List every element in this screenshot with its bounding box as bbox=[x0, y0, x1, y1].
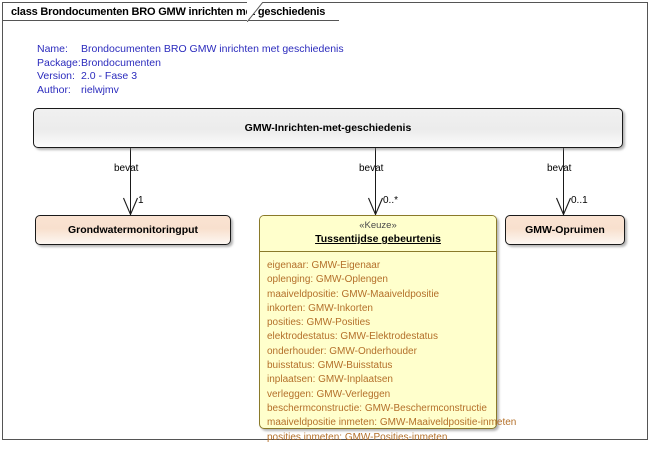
metadata-key-author: Author: bbox=[37, 83, 71, 96]
connector-line-gmp bbox=[130, 146, 131, 215]
connector-arrowhead-keuze bbox=[367, 197, 384, 216]
attribute-row: eigenaar: GMW-Eigenaar bbox=[267, 260, 381, 271]
attribute-row: verleggen: GMW-Verleggen bbox=[267, 388, 391, 400]
attribute-row: maaiveldpositie inmeten: GMW-Maaiveldpos… bbox=[267, 417, 517, 429]
connector-label-gmp: bevat bbox=[114, 163, 139, 174]
class-box-tussentijdse-gebeurtenis[interactable]: «Keuze» Tussentijdse gebeurtenis eigenaa… bbox=[259, 215, 516, 443]
class-name-grondwatermonitoringput: Grondwatermonitoringput bbox=[67, 224, 199, 236]
metadata-key-name: Name: bbox=[37, 43, 68, 55]
connector-multiplicity-opruimen: 0..1 bbox=[571, 195, 588, 206]
attribute-list: eigenaar: GMW-Eigenaar oplenging: GMW-Op… bbox=[260, 252, 517, 451]
diagram-frame-tab-label: class Brondocumenten BRO GMW inrichten m… bbox=[11, 5, 326, 18]
connector-arrowhead-opruimen bbox=[555, 197, 572, 216]
attribute-row: maaiveldpositie: GMW-Maaiveldpositie bbox=[267, 288, 440, 300]
metadata-row-package: Package: Brondocumenten bbox=[37, 57, 344, 71]
connector-multiplicity-keuze: 0..* bbox=[383, 195, 399, 206]
metadata-row-version: Version: 2.0 - Fase 3 bbox=[37, 70, 344, 84]
attribute-row: buisstatus: GMW-Buisstatus bbox=[267, 360, 393, 372]
connector-multiplicity-gmp: 1 bbox=[138, 195, 144, 206]
diagram-metadata: Name: Brondocumenten BRO GMW inrichten m… bbox=[37, 43, 344, 97]
attribute-row: onderhouder: GMW-Onderhouder bbox=[267, 345, 417, 357]
attribute-row: oplenging: GMW-Oplengen bbox=[267, 274, 388, 286]
attribute-row: posities inmeten: GMW-Posities-inmeten bbox=[267, 431, 448, 443]
attribute-row: inkorten: GMW-Inkorten bbox=[267, 302, 373, 314]
frame-tab-slant-edge bbox=[247, 2, 263, 22]
class-name-gmw-opruimen: GMW-Opruimen bbox=[525, 224, 605, 236]
connector-line-keuze bbox=[375, 146, 376, 215]
metadata-row-name: Name: Brondocumenten BRO GMW inrichten m… bbox=[37, 43, 344, 57]
metadata-row-author: Author: rielwjmv bbox=[37, 84, 344, 98]
class-box-grondwatermonitoringput[interactable]: Grondwatermonitoringput bbox=[35, 215, 231, 245]
metadata-value-package: Brondocumenten bbox=[81, 56, 161, 69]
connector-label-keuze: bevat bbox=[359, 163, 384, 174]
connector-line-opruimen bbox=[563, 146, 564, 215]
class-box-gmw-opruimen[interactable]: GMW-Opruimen bbox=[505, 215, 625, 245]
attribute-row: inplaatsen: GMW-Inplaatsen bbox=[267, 374, 393, 386]
class-header-tussentijdse-gebeurtenis: «Keuze» Tussentijdse gebeurtenis bbox=[260, 216, 496, 252]
class-box-gmw-inrichten-met-geschiedenis[interactable]: GMW-Inrichten-met-geschiedenis bbox=[33, 108, 623, 148]
attribute-row: elektrodestatus: GMW-Elektrodestatus bbox=[267, 331, 438, 343]
class-name-root: GMW-Inrichten-met-geschiedenis bbox=[244, 122, 412, 134]
metadata-key-version: Version: bbox=[37, 70, 75, 82]
diagram-frame: bevat 1 bevat 0..* bevat 0..1 Name: Bron… bbox=[2, 2, 648, 443]
metadata-value-version: 2.0 - Fase 3 bbox=[81, 70, 138, 82]
metadata-value-author: rielwjmv bbox=[81, 83, 119, 96]
metadata-key-package: Package: bbox=[37, 56, 81, 69]
attribute-row: beschermconstructie: GMW-Beschermconstru… bbox=[267, 402, 487, 414]
metadata-value-name: Brondocumenten BRO GMW inrichten met ges… bbox=[81, 43, 344, 55]
class-name-tussentijdse-gebeurtenis: Tussentijdse gebeurtenis bbox=[315, 233, 441, 245]
diagram-frame-tab: class Brondocumenten BRO GMW inrichten m… bbox=[2, 2, 340, 21]
attribute-row: posities: GMW-Posities bbox=[267, 317, 371, 329]
connector-label-opruimen: bevat bbox=[547, 163, 572, 174]
class-stereotype-keuze: «Keuze» bbox=[359, 220, 397, 231]
connector-arrowhead-gmp bbox=[122, 197, 139, 216]
